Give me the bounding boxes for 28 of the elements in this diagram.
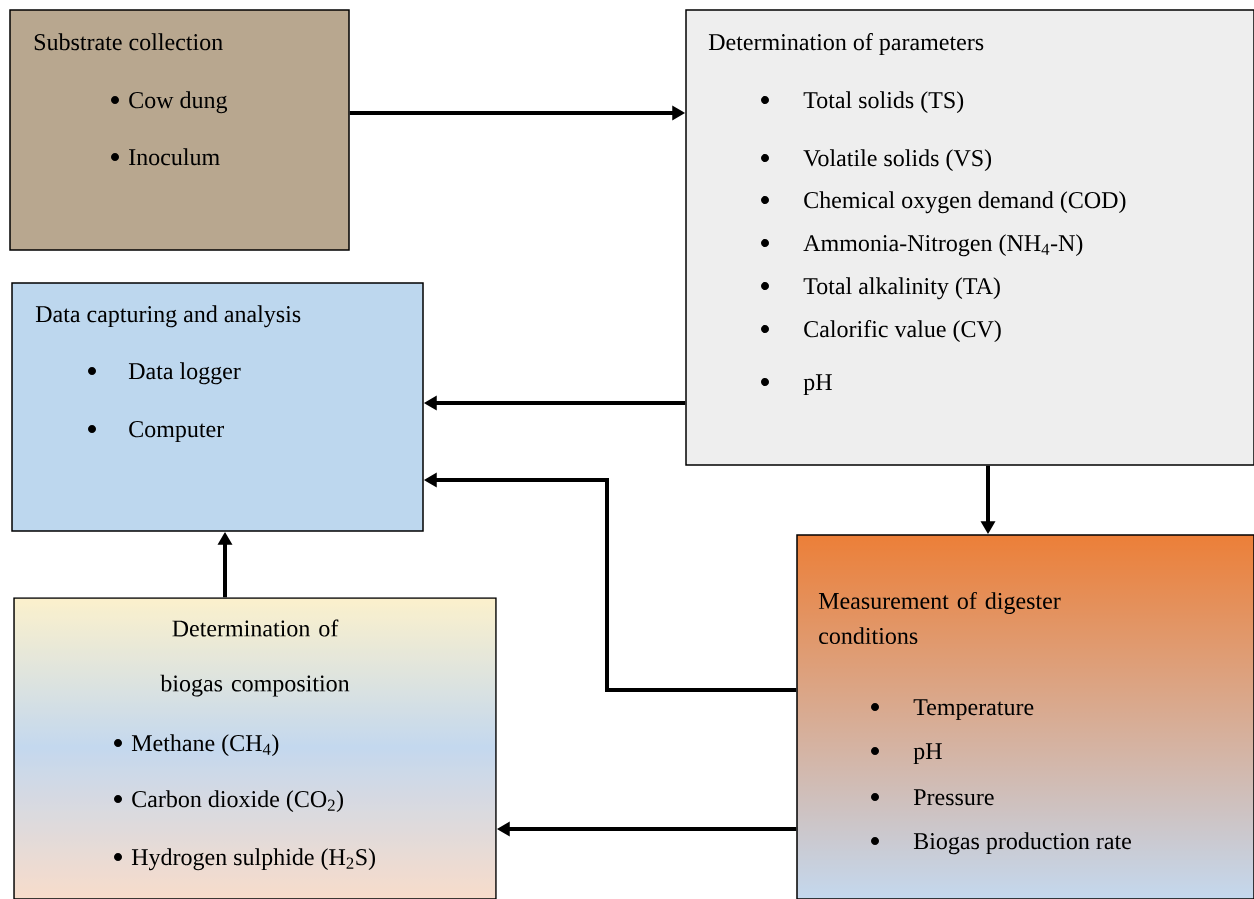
bullet-item: Computer [88,421,224,443]
bullet-item: Ammonia-Nitrogen (NH$_{4}$-N) [761,234,1083,257]
bullet-item: pH [761,374,832,396]
bullet-item: Carbon dioxide (CO$_{2}$) [114,790,343,813]
bullet-item: Pressure [871,789,994,806]
bullet-item: Biogas production rate [871,832,1131,855]
bullet-item: pH [871,743,942,765]
bullet-item: Hydrogen sulphide (H$_{2}$S) [114,848,375,871]
process-box [11,282,424,532]
bullet-item: Total alkalinity (TA) [761,277,1000,300]
process-box [685,9,1254,466]
bullet-item: Temperature [871,699,1034,721]
box-heading: Data capturing and analysis [35,305,301,328]
bullet-item: Cow dung [111,91,228,114]
bullet-item: Data logger [88,362,241,385]
bullet-item: Methane (CH$_{4}$) [114,734,279,757]
process-box [9,9,350,251]
bullet-item: Chemical oxygen demand (COD) [761,191,1126,214]
process-box [796,534,1254,899]
bullet-item: Total solids (TS) [761,91,964,114]
process-box [13,597,497,899]
box-heading: Measurement of digester conditions [818,591,1061,645]
bullet-item: Inoculum [111,148,220,166]
bullet-item: Calorific value (CV) [761,320,1001,343]
box-heading: Substrate collection [34,33,223,51]
bullet-item: Volatile solids (VS) [761,149,992,172]
box-heading: Determination of parameters [708,33,984,56]
box-heading: Determination of biogas composition [160,619,350,697]
